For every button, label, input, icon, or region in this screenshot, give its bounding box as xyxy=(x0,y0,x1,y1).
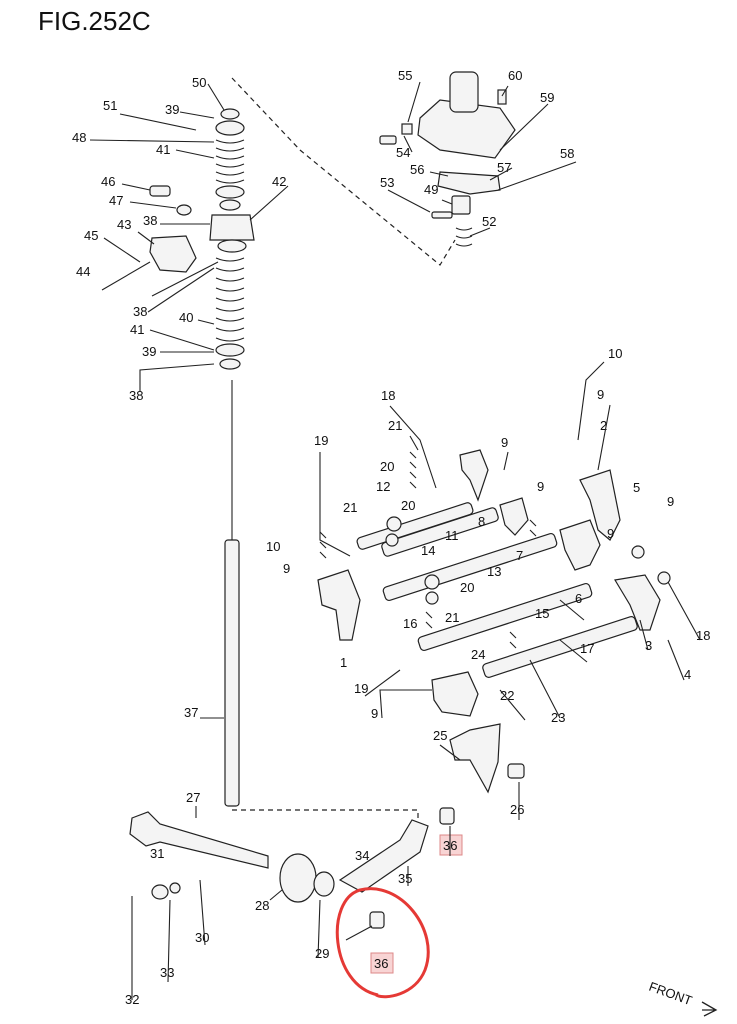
label-highlight-36a xyxy=(439,834,463,856)
callout-18: 18 xyxy=(381,388,395,403)
callout-43: 43 xyxy=(117,217,131,232)
callout-14: 14 xyxy=(421,543,435,558)
callout-41a: 41 xyxy=(156,142,170,157)
callout-31: 31 xyxy=(150,846,164,861)
leader-lines xyxy=(89,81,701,1000)
callout-25: 25 xyxy=(433,728,447,743)
callout-48: 48 xyxy=(72,130,86,145)
callout-39b: 39 xyxy=(142,344,156,359)
highlight-circle xyxy=(335,887,430,999)
callout-11: 11 xyxy=(445,528,459,543)
callout-54: 54 xyxy=(396,145,410,160)
callout-38c: 38 xyxy=(129,388,143,403)
callout-29: 29 xyxy=(315,946,329,961)
callout-2: 2 xyxy=(600,418,607,433)
callout-37: 37 xyxy=(184,705,198,720)
callout-47: 47 xyxy=(109,193,123,208)
callout-9d: 9 xyxy=(667,494,674,509)
callout-55: 55 xyxy=(398,68,412,83)
callout-30: 30 xyxy=(195,930,209,945)
callout-15: 15 xyxy=(535,606,549,621)
callout-19a: 19 xyxy=(314,433,328,448)
selector-cover-assembly xyxy=(379,71,516,247)
callout-18b: 18 xyxy=(696,628,710,643)
callout-16: 16 xyxy=(403,616,417,631)
callout-44: 44 xyxy=(76,264,90,279)
callout-21b: 21 xyxy=(343,500,357,515)
dashed-link-bottom xyxy=(232,809,419,828)
callout-9e: 9 xyxy=(607,526,614,541)
spring-stack-assembly xyxy=(101,108,255,370)
lower-linkage xyxy=(129,763,525,929)
callout-41b: 41 xyxy=(130,322,144,337)
shift-rod xyxy=(224,539,240,807)
callout-38b: 38 xyxy=(133,304,147,319)
callout-22: 22 xyxy=(500,688,514,703)
front-label: FRONT xyxy=(647,979,694,1008)
callout-45: 45 xyxy=(84,228,98,243)
callout-9f: 9 xyxy=(283,561,290,576)
callout-42: 42 xyxy=(272,174,286,189)
dashed-link-top xyxy=(231,77,456,266)
callout-39a: 39 xyxy=(165,102,179,117)
callout-33: 33 xyxy=(160,965,174,980)
callout-5: 5 xyxy=(633,480,640,495)
callout-46: 46 xyxy=(101,174,115,189)
callout-26: 26 xyxy=(510,802,524,817)
callout-9b: 9 xyxy=(501,435,508,450)
callout-50: 50 xyxy=(192,75,206,90)
callout-36b: 36 xyxy=(374,956,388,971)
callout-35: 35 xyxy=(398,871,412,886)
callout-56: 56 xyxy=(410,162,424,177)
callout-52: 52 xyxy=(482,214,496,229)
callout-24: 24 xyxy=(471,647,485,662)
label-highlight-36b xyxy=(370,952,394,974)
callout-12: 12 xyxy=(376,479,390,494)
callout-28: 28 xyxy=(255,898,269,913)
callout-27: 27 xyxy=(186,790,200,805)
callout-53: 53 xyxy=(380,175,394,190)
callout-60: 60 xyxy=(508,68,522,83)
callout-13: 13 xyxy=(487,564,501,579)
callout-21a: 21 xyxy=(388,418,402,433)
callout-20b: 20 xyxy=(401,498,415,513)
callout-51: 51 xyxy=(103,98,117,113)
shift-forks-and-rails xyxy=(317,449,671,794)
callout-6: 6 xyxy=(575,591,582,606)
callout-49: 49 xyxy=(424,182,438,197)
callout-17: 17 xyxy=(580,641,594,656)
callout-20c: 20 xyxy=(460,580,474,595)
front-arrow-icon xyxy=(701,1001,718,1017)
callout-4: 4 xyxy=(684,667,691,682)
callout-23: 23 xyxy=(551,710,565,725)
callout-20a: 20 xyxy=(380,459,394,474)
callout-40: 40 xyxy=(179,310,193,325)
front-direction-indicator: FRONT xyxy=(647,979,718,1017)
callout-19b: 19 xyxy=(354,681,368,696)
callout-57: 57 xyxy=(497,160,511,175)
callout-3: 3 xyxy=(645,638,652,653)
callout-59: 59 xyxy=(540,90,554,105)
callout-38a: 38 xyxy=(143,213,157,228)
callout-10b: 10 xyxy=(266,539,280,554)
figure-title: FIG.252C xyxy=(38,6,151,36)
callout-8: 8 xyxy=(478,514,485,529)
callout-10a: 10 xyxy=(608,346,622,361)
callout-9a: 9 xyxy=(597,387,604,402)
callout-58: 58 xyxy=(560,146,574,161)
callout-1: 1 xyxy=(340,655,347,670)
callout-34: 34 xyxy=(355,848,369,863)
callout-21c: 21 xyxy=(445,610,459,625)
callout-7: 7 xyxy=(516,548,523,563)
callout-9g: 9 xyxy=(371,706,378,721)
callout-9c: 9 xyxy=(537,479,544,494)
